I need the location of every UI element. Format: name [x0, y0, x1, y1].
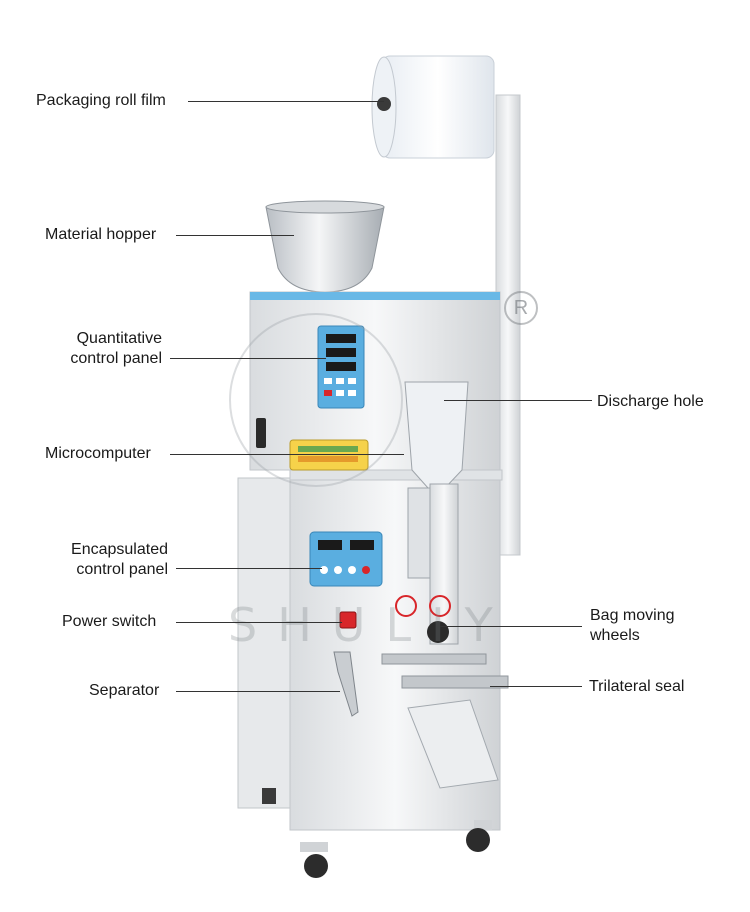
leader-material-hopper [176, 235, 294, 236]
separator [333, 651, 359, 717]
registered-mark: R [504, 291, 538, 325]
label-separator: Separator [89, 682, 160, 699]
leader-packaging-roll-film [188, 101, 384, 102]
forming-tube [407, 483, 459, 645]
leader-separator [176, 691, 340, 692]
label-bag-moving-wheels: Bag moving wheels [590, 607, 675, 644]
discharge-funnel [404, 381, 469, 489]
leader-bag-moving-wheels [440, 626, 582, 627]
leader-power-switch [176, 622, 342, 623]
label-encapsulated-control-panel: Encapsulated control panel [71, 541, 168, 578]
watermark-text: SHULIY [228, 598, 513, 652]
material-hopper [265, 200, 385, 293]
label-quantitative-control-panel: Quantitative control panel [70, 330, 162, 367]
label-microcomputer: Microcomputer [45, 445, 151, 462]
packaging-roll-film [371, 55, 495, 159]
encapsulated-control-panel [309, 531, 383, 587]
power-switch [339, 611, 357, 629]
microcomputer-sticker [289, 439, 369, 471]
label-power-switch: Power switch [62, 613, 157, 630]
label-trilateral-seal: Trilateral seal [589, 678, 685, 695]
leader-encapsulated-control-panel [176, 568, 322, 569]
label-material-hopper: Material hopper [45, 226, 157, 243]
leader-microcomputer [170, 454, 404, 455]
watermark-ring [229, 313, 403, 487]
side-handle [256, 418, 266, 448]
output-chute [407, 699, 499, 789]
leader-trilateral-seal [490, 686, 582, 687]
leader-discharge-hole [444, 400, 592, 401]
label-discharge-hole: Discharge hole [597, 393, 704, 410]
label-packaging-roll-film: Packaging roll film [36, 92, 166, 109]
quantitative-control-panel [317, 325, 365, 409]
leader-quantitative-control-panel [170, 358, 326, 359]
trilateral-seal [381, 653, 509, 689]
casters [262, 788, 492, 878]
